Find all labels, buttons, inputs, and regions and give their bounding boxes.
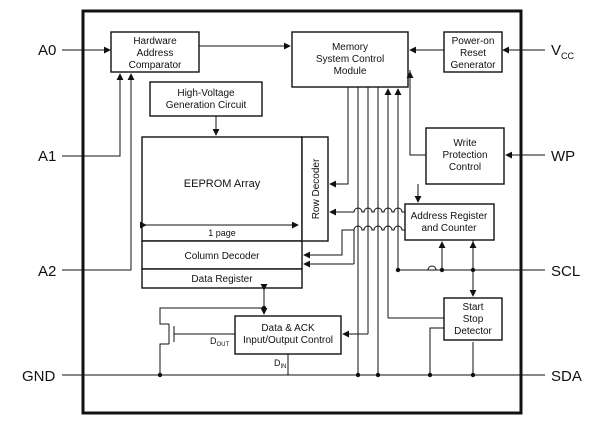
- svg-text:Reset: Reset: [460, 48, 486, 59]
- svg-text:EEPROM Array: EEPROM Array: [184, 178, 261, 190]
- svg-text:Detector: Detector: [454, 326, 492, 337]
- svg-text:Hardware: Hardware: [133, 36, 177, 47]
- pin-wp: WP: [551, 148, 575, 165]
- svg-text:Memory: Memory: [332, 42, 368, 53]
- svg-text:Comparator: Comparator: [129, 60, 182, 71]
- pin-vcc: VCC: [551, 42, 575, 61]
- svg-text:Address Register: Address Register: [411, 211, 488, 222]
- svg-text:Data & ACK: Data & ACK: [261, 323, 315, 334]
- address-register-counter: Address Register and Counter: [404, 203, 495, 241]
- dout-label: DOUT: [210, 336, 230, 348]
- svg-text:Input/Output Control: Input/Output Control: [243, 335, 333, 346]
- wire-sda-to-start-stop: [429, 327, 444, 375]
- start-stop-detector: Start Stop Detector: [443, 297, 503, 341]
- wire-a2: [62, 73, 135, 271]
- wire-addr-to-column-decoder: [303, 225, 405, 259]
- din-label: DIN: [274, 358, 287, 370]
- svg-text:Address: Address: [137, 48, 174, 59]
- pin-sda: SDA: [551, 368, 582, 385]
- hardware-address-comparator: Hardware Address Comparator: [110, 31, 200, 73]
- eeprom-array: EEPROM Array 1 page: [139, 136, 303, 242]
- pin-gnd: GND: [22, 368, 56, 385]
- memory-system-control-module: Memory System Control Module: [291, 31, 409, 88]
- svg-text:System Control: System Control: [316, 54, 384, 65]
- wire-a1: [62, 73, 124, 157]
- data-register: Data Register: [141, 268, 303, 289]
- pin-a0: A0: [38, 42, 56, 59]
- svg-text:Data Register: Data Register: [191, 274, 253, 285]
- column-decoder: Column Decoder: [141, 240, 303, 270]
- power-on-reset-generator: Power-on Reset Generator: [443, 31, 503, 73]
- svg-text:Generation Circuit: Generation Circuit: [166, 100, 247, 111]
- pin-a2: A2: [38, 263, 56, 280]
- svg-text:and Counter: and Counter: [421, 223, 477, 234]
- chip-outline: [81, 9, 523, 415]
- page-label: 1 page: [208, 228, 236, 238]
- data-ack-io-control: Data & ACK Input/Output Control: [234, 315, 342, 355]
- svg-text:Generator: Generator: [450, 60, 496, 71]
- wire-control-to-row-decoder: [329, 87, 349, 188]
- svg-text:Start: Start: [462, 302, 483, 313]
- svg-text:High-Voltage: High-Voltage: [177, 88, 235, 99]
- svg-text:Control: Control: [449, 162, 481, 173]
- svg-text:Protection: Protection: [442, 150, 487, 161]
- write-protection-control: Write Protection Control: [425, 127, 505, 185]
- svg-text:Row Decoder: Row Decoder: [311, 158, 322, 219]
- pin-scl: SCL: [551, 263, 580, 280]
- svg-text:Power-on: Power-on: [452, 36, 495, 47]
- row-decoder: Row Decoder: [301, 136, 329, 242]
- wire-addr-to-row-decoder: [329, 207, 405, 216]
- svg-text:Module: Module: [334, 66, 367, 77]
- pin-a1: A1: [38, 148, 56, 165]
- svg-text:Write: Write: [453, 138, 477, 149]
- wire-wp-to-control: [409, 70, 426, 156]
- svg-text:Column Decoder: Column Decoder: [184, 251, 260, 262]
- high-voltage-generation-circuit: High-Voltage Generation Circuit: [149, 81, 263, 117]
- svg-text:Stop: Stop: [463, 314, 484, 325]
